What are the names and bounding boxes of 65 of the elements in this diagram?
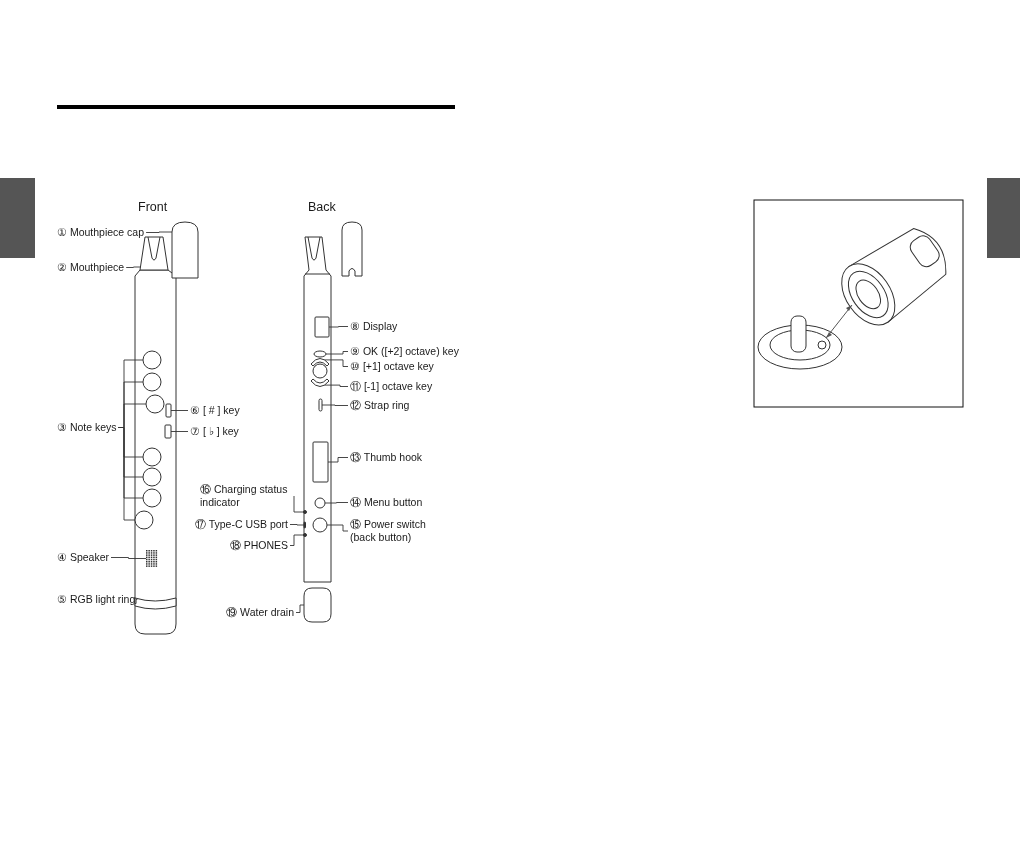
leader-line bbox=[170, 410, 189, 411]
part-label: ⑨ OK ([+2] octave) key bbox=[350, 345, 459, 358]
light-ring bbox=[134, 597, 177, 610]
part-label: ① Mouthpiece cap bbox=[57, 226, 145, 239]
leader-line bbox=[118, 427, 136, 521]
mouthpiece-cap bbox=[171, 221, 199, 279]
leader-line bbox=[125, 266, 142, 268]
part-label: ⑪ [-1] octave key bbox=[350, 380, 433, 393]
leader-line bbox=[324, 502, 349, 504]
leader-line bbox=[170, 431, 189, 432]
part-label: ⑥ [ # ] key bbox=[190, 404, 240, 417]
leader-line bbox=[289, 534, 304, 546]
part-label: ⑤ RGB light ring bbox=[57, 593, 136, 606]
end-cap bbox=[303, 587, 332, 623]
note-key bbox=[142, 467, 162, 487]
note-key bbox=[142, 447, 162, 467]
menu-button bbox=[314, 497, 326, 509]
view-label: Back bbox=[308, 200, 336, 215]
leader-line bbox=[145, 231, 173, 233]
note-key bbox=[142, 350, 162, 370]
part-label: ⑮ Power switch (back button) bbox=[350, 518, 440, 544]
leader-line bbox=[289, 524, 305, 526]
octave-key bbox=[310, 358, 330, 367]
leader-line bbox=[324, 384, 349, 387]
part-label: ⑯ Charging status indicator bbox=[200, 483, 292, 509]
part-label: ⑭ Menu button bbox=[350, 496, 423, 509]
part-label: ⑰ Type-C USB port bbox=[194, 518, 288, 531]
octave-key bbox=[310, 378, 330, 387]
part-label: ⑬ Thumb hook bbox=[350, 451, 423, 464]
part-label: ⑲ Water drain bbox=[226, 606, 294, 619]
leader-line bbox=[328, 326, 349, 328]
part-label: ④ Speaker bbox=[57, 551, 110, 564]
status-light bbox=[303, 510, 307, 514]
note-key bbox=[142, 372, 162, 392]
view-label: Front bbox=[138, 200, 168, 215]
flat-key bbox=[164, 424, 172, 439]
part-label: ⑱ PHONES bbox=[229, 539, 288, 552]
sharp-key bbox=[165, 403, 172, 418]
leader-line bbox=[110, 557, 147, 559]
ok-key bbox=[313, 350, 327, 358]
speaker-grille bbox=[146, 550, 158, 567]
leader-line bbox=[295, 604, 305, 613]
part-label: ⑫ Strap ring bbox=[350, 399, 410, 412]
mouthpiece bbox=[139, 236, 169, 271]
usb-port bbox=[303, 521, 306, 529]
leader-line bbox=[324, 359, 349, 367]
part-label: ⑧ Display bbox=[350, 320, 398, 333]
thumb-hook bbox=[312, 441, 329, 483]
note-key bbox=[142, 488, 162, 508]
leader-line bbox=[321, 404, 349, 406]
leader-line bbox=[326, 524, 349, 532]
leader-line bbox=[134, 599, 138, 604]
note-key bbox=[134, 510, 154, 530]
headphone-jack bbox=[303, 533, 307, 537]
leader-line bbox=[293, 495, 304, 513]
part-label: ⑦ [ ♭ ] key bbox=[190, 425, 239, 438]
power-switch bbox=[312, 517, 328, 533]
strap-ring bbox=[318, 398, 323, 412]
part-label: ③ Note keys bbox=[57, 421, 117, 434]
part-label: ⑩ [+1] octave key bbox=[350, 360, 434, 373]
leader-line bbox=[327, 457, 349, 463]
note-key bbox=[145, 394, 165, 414]
leader-line bbox=[325, 351, 349, 355]
display-screen bbox=[314, 316, 330, 338]
part-label: ② Mouthpiece bbox=[57, 261, 125, 274]
